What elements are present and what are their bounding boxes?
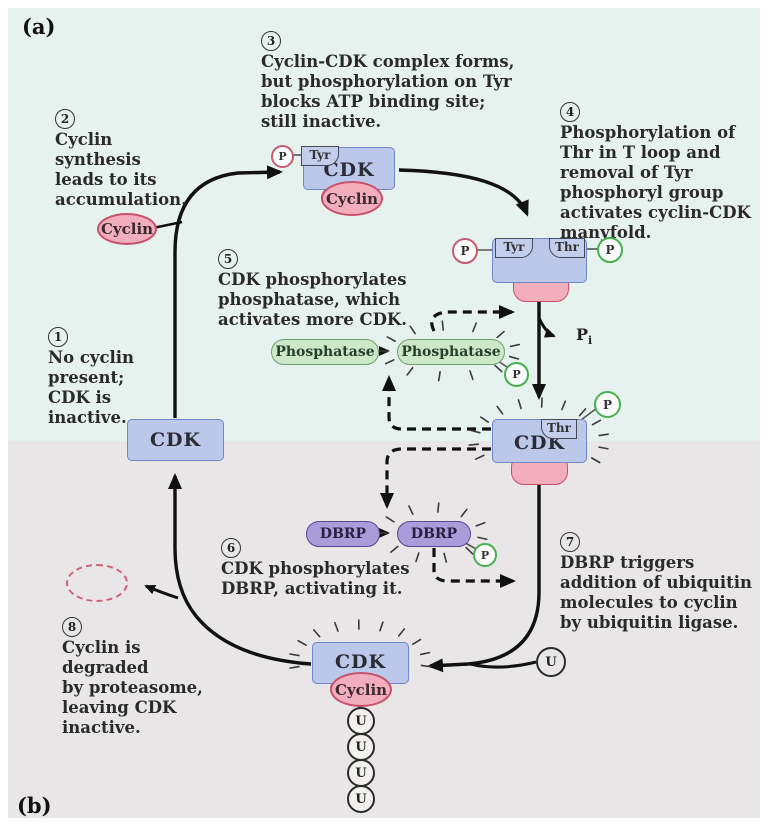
phosphate-label: P — [460, 244, 470, 258]
phosphatase-label: Phosphatase — [275, 344, 375, 360]
phosphate-on-tyr-step3: P — [271, 145, 294, 168]
thr-site-tab: Thr — [541, 419, 577, 439]
cyclin-label: Cyclin — [100, 220, 154, 238]
cyclin-ubiquitinated-label-wrap: Cyclin — [330, 672, 392, 707]
ubiquitin-free-circle: U — [536, 647, 566, 677]
cdk-box-inactive: CDK — [127, 419, 224, 461]
tyr-label: Tyr — [503, 240, 525, 254]
cdk-label: CDK — [334, 651, 387, 673]
phosphatase-label: Phosphatase — [401, 344, 501, 360]
step-4-number: 4 — [560, 102, 580, 122]
phosphate-on-dbrp: P — [473, 543, 497, 567]
step-8-annotation: 8 Cyclin is degraded by proteasome, leav… — [62, 616, 203, 738]
ubiquitin-circle: U — [347, 759, 375, 787]
halo-phosphatase-active — [378, 320, 521, 382]
step-5-annotation: 5 CDK phosphorylates phosphatase, which … — [218, 248, 407, 330]
panel-a-label: (a) — [22, 14, 56, 39]
degraded-cyclin-outline — [66, 564, 128, 602]
step-1-annotation: 1 No cyclin present; CDK is inactive. — [48, 326, 134, 428]
cyclin-label: Cyclin — [325, 189, 379, 208]
step-4-text: Phosphorylation of Thr in T loop and rem… — [560, 123, 751, 242]
dbrp-label: DBRP — [410, 526, 458, 542]
arrow-return-to-inactive-cdk — [168, 473, 312, 666]
step-7-number: 7 — [560, 532, 580, 552]
thr-label: Thr — [547, 421, 571, 435]
step-4-annotation: 4 Phosphorylation of Thr in T loop and r… — [560, 101, 751, 243]
step-7-text: DBRP triggers addition of ubiquitin mole… — [560, 553, 753, 632]
pi-subscript: i — [588, 334, 593, 348]
solid-arrows — [144, 165, 556, 673]
halo-cdk-active — [468, 397, 609, 464]
step-7-annotation: 7 DBRP triggers addition of ubiquitin mo… — [560, 531, 752, 633]
line-ubiquitin-join — [469, 660, 537, 669]
ubiquitin-circle: U — [347, 733, 375, 761]
step-2-annotation: 2 Cyclin synthesis leads to its accumula… — [55, 108, 187, 210]
cdk-box-active: CDK — [492, 419, 587, 463]
step-2-text: Cyclin synthesis leads to its accumulati… — [55, 130, 187, 209]
phosphate-label: P — [480, 548, 490, 562]
phosphate-label: P — [602, 397, 613, 412]
phosphate-on-thr-active: P — [594, 391, 621, 418]
ubiquitin-label: U — [355, 765, 367, 781]
ubiquitin-label: U — [355, 713, 367, 729]
phosphate-on-phosphatase: P — [504, 362, 529, 387]
halo-dbrp-active — [377, 502, 488, 563]
arrow-cyclin-accumulation — [173, 165, 283, 418]
tyr-site-tab: Tyr — [495, 238, 533, 258]
dbrp-pill-inactive: DBRP — [306, 521, 380, 547]
phosphatase-pill-inactive: Phosphatase — [271, 339, 379, 365]
ubiquitin-circle: U — [347, 707, 375, 735]
ubiquitin-label: U — [545, 654, 557, 670]
cyclin-label: Cyclin — [334, 680, 388, 699]
step-2-number: 2 — [55, 109, 75, 129]
dbrp-pill-active: DBRP — [397, 521, 471, 547]
thr-label: Thr — [555, 240, 579, 254]
dashed-cdk-to-phosphatase — [382, 375, 491, 431]
cyclin-pill: Cyclin — [97, 213, 157, 245]
ubiquitin-label: U — [355, 791, 367, 807]
cdk-label: CDK — [149, 429, 202, 451]
phosphatase-pill-active: Phosphatase — [397, 339, 505, 365]
dashed-dbrp-to-ubiquitination — [432, 548, 516, 588]
dbrp-label: DBRP — [319, 526, 367, 542]
phosphate-label: P — [278, 150, 287, 163]
step-5-number: 5 — [218, 249, 238, 269]
pi-label: P — [576, 325, 589, 344]
step-1-text: No cyclin present; CDK is inactive. — [48, 348, 135, 427]
ubiquitin-circle: U — [347, 785, 375, 813]
arrow-pi-release — [537, 317, 556, 338]
step-8-number: 8 — [62, 617, 82, 637]
step-8-text: Cyclin is degraded by proteasome, leavin… — [62, 638, 203, 737]
step-6-text: CDK phosphorylates DBRP, activating it. — [221, 559, 410, 598]
step-5-text: CDK phosphorylates phosphatase, which ac… — [218, 270, 407, 329]
line-cyclin-join — [152, 220, 183, 230]
step-6-number: 6 — [221, 538, 241, 558]
ubiquitin-label: U — [355, 739, 367, 755]
step-3-text: Cyclin-CDK complex forms, but phosphoryl… — [261, 52, 515, 131]
tyr-label: Tyr — [309, 148, 331, 162]
step-3-number: 3 — [261, 31, 281, 51]
arrow-step3-to-step4 — [398, 168, 529, 217]
dashed-cdk-to-dbrp — [380, 447, 491, 509]
step-1-number: 1 — [48, 327, 68, 347]
step-6-annotation: 6 CDK phosphorylates DBRP, activating it… — [221, 537, 410, 599]
phosphate-on-tyr-step4: P — [452, 238, 478, 264]
step-3-annotation: 3 Cyclin-CDK complex forms, but phosphor… — [261, 30, 514, 132]
arrow-active-cdk-to-degradation — [427, 484, 541, 673]
arrow-degraded-cyclin — [144, 584, 179, 600]
halo-cdk-ubiquitinated — [289, 619, 432, 669]
phosphate-on-thr-step4: P — [597, 237, 623, 263]
dashed-phosphatase-to-cdk — [430, 305, 515, 332]
tyr-site-tab: Tyr — [301, 146, 339, 166]
inorganic-phosphate-label: Pi — [576, 325, 592, 347]
dashed-arrows — [380, 305, 516, 588]
panel-b-label: (b) — [17, 793, 52, 818]
cdk-label: CDK — [323, 159, 375, 181]
thr-site-tab: Thr — [549, 238, 585, 258]
phosphate-label: P — [605, 243, 615, 257]
cyclin-of-step3-complex-label-wrap: Cyclin — [321, 181, 383, 216]
phosphate-label: P — [512, 368, 521, 381]
